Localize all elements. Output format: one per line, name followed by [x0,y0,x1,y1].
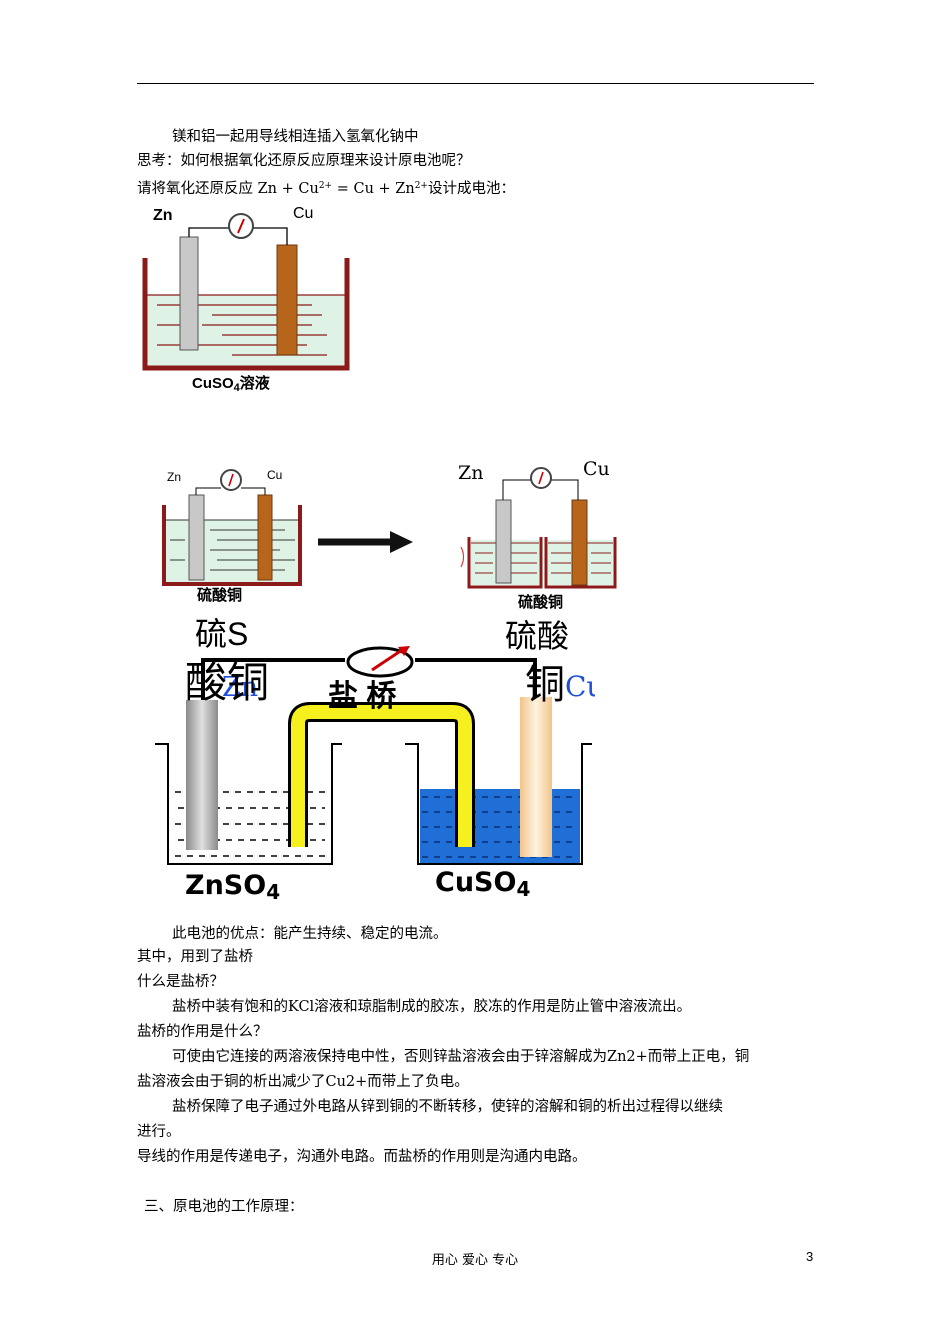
figure-double-beaker: Zn Cu 硫酸铜 [458,458,617,611]
solution-label: CuSO4溶液 [192,374,271,394]
intro-line-2: 思考：如何根据氧化还原反应原理来设计原电池呢？ [137,153,471,169]
paragraph-salt-bridge-content: 盐桥中装有饱和的KCl溶液和琼脂制成的胶冻，胶冻的作用是防止管中溶液流出。 [172,999,692,1015]
paragraph-electron-transfer-2: 进行。 [137,1124,181,1140]
znso4-label: ZnSO4 [185,870,280,902]
figure-zn-cu-cuso4: Zn Cu CuSO4溶液 [142,205,350,394]
intro-line-1: 镁和铝一起用导线相连插入氢氧化钠中 [172,129,419,145]
overlap-text-right-2: 铜 [525,663,565,707]
zn-label-bridge: Zn [222,672,258,703]
question-salt-bridge-function: 盐桥的作用是什么？ [137,1024,268,1040]
footer-text: 用心 爱心 专心 [431,1253,519,1268]
paragraph-wire-function: 导线的作用是传递电子，沟通外电路。而盐桥的作用则是沟通内电路。 [137,1149,587,1165]
zn-label-right: Zn [458,462,483,484]
paragraph-salt-bridge-used: 其中，用到了盐桥 [137,949,253,965]
cuso4-label: CuSO4 [435,867,530,901]
zn-label-left: Zn [167,470,181,484]
cu-label-left: Cu [267,468,282,482]
paragraph-advantage: 此电池的优点：能产生持续、稳定的电流。 [172,926,448,942]
section-title: 三、原电池的工作原理： [144,1199,304,1215]
page-number: 3 [806,1249,814,1264]
cu-label-bridge: Cu [565,670,595,703]
question-what-is-salt-bridge: 什么是盐桥？ [137,974,224,990]
cu-label: Cu [293,205,313,222]
overlap-text-right-1: 硫酸 [505,618,569,654]
solution-label-left: 硫酸铜 [197,586,242,604]
paragraph-neutrality-1: 可使由它连接的两溶液保持电中性，否则锌盐溶液会由于锌溶解成为Zn2+而带上正电，… [172,1049,750,1065]
solution-label-right: 硫酸铜 [518,593,563,611]
paragraph-electron-transfer-1: 盐桥保障了电子通过外电路从锌到铜的不断转移，使锌的溶解和铜的析出过程得以继续 [172,1099,723,1115]
cu-label-right: Cu [583,458,610,480]
header-rule [137,83,814,84]
transform-arrow-icon [318,531,413,553]
figure-single-beaker: Zn Cu 硫酸铜 [162,468,302,604]
salt-bridge-label: 盐 桥 [328,680,396,713]
overlap-text-left-1: 硫S [195,616,248,652]
intro-line-3: 请将氧化还原反应 Zn + Cu2+ = Cu + Zn2+设计成电池： [137,181,515,197]
overlap-text-left-2: 酸铜 [185,659,269,706]
zn-label: Zn [153,207,173,224]
paragraph-neutrality-2: 盐溶液会由于铜的析出减少了Cu2+而带上了负电。 [137,1074,469,1090]
figure-salt-bridge-cell: Zn Cu 盐 桥 硫S 酸铜 硫酸 铜 ZnSO4 CuSO4 [155,616,595,902]
